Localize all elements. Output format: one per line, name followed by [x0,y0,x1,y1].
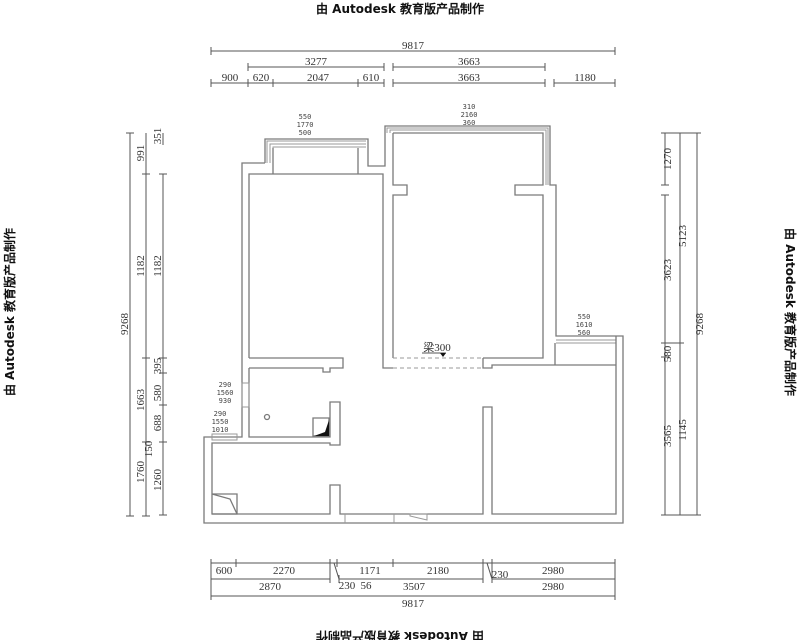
dim-text: 3277 [305,56,328,68]
dim-text: 351 [152,128,164,145]
window-label: 1770 [297,121,314,129]
dim-text: 580 [662,345,674,362]
dim-text: 3663 [458,56,481,68]
dim-text: 1145 [677,419,689,441]
dim-text: 395 [152,357,164,374]
dim-text: 56 [361,580,373,592]
dim-text: 1270 [662,148,674,171]
window-label: 1550 [212,418,229,426]
dim-text: 2180 [427,565,450,577]
dim-text: 150 [143,440,155,457]
left-dimensions: 9268 991 1182 1663 1760 351 1182 395 580… [119,128,167,517]
window-label: 550 [578,313,591,321]
window-labels: 550 1770 500 310 2160 360 550 1610 560 2… [212,103,593,434]
dim-text: 9268 [694,313,706,336]
dim-text: 3663 [458,72,481,84]
watermark-top: 由 Autodesk 教育版产品制作 [316,1,484,16]
dim-text: 2270 [273,565,296,577]
walls [203,125,624,524]
watermark-right: 由 Autodesk 教育版产品制作 [783,228,798,396]
watermark-left: 由 Autodesk 教育版产品制作 [2,228,17,396]
dim-text: 1180 [574,72,596,84]
top-dimensions: 9817 3277 3663 900 620 2047 610 3663 118… [210,40,616,87]
dim-text: 230 [492,569,509,581]
drain-icon [263,413,271,421]
dim-text: 230 [339,580,356,592]
beam-label: 梁300 [423,340,451,354]
watermark-bottom: 由 Autodesk 教育版产品制作 [316,629,484,640]
dim-text: 688 [152,414,164,431]
dim-text: 9817 [402,40,425,52]
bottom-dimensions: 600 2270 1171 2180 2980 230 56 230 2870 … [210,559,616,610]
dim-text: 900 [222,72,239,84]
dim-text: 2980 [542,581,565,593]
dim-text: 1182 [152,255,164,277]
dim-text: 620 [253,72,270,84]
dim-text: 991 [135,145,147,162]
dim-text: 600 [216,565,233,577]
window-label: 1010 [212,426,229,434]
dim-text: 580 [152,384,164,401]
window-label: 2160 [461,111,478,119]
dim-text: 5123 [677,225,689,248]
dim-text: 1182 [135,255,147,277]
window-label: 930 [219,397,232,405]
right-dimensions: 1270 3623 580 3565 5123 1145 9268 [661,132,706,516]
window-label: 500 [299,129,312,137]
window-label: 310 [463,103,476,111]
window-label: 290 [219,381,232,389]
dim-text: 1171 [359,565,381,577]
window-label: 1610 [576,321,593,329]
dim-text: 3565 [662,425,674,448]
dim-text: 9817 [402,598,425,610]
window-label: 550 [299,113,312,121]
dim-text: 1760 [135,461,147,484]
dim-text: 2870 [259,581,282,593]
dim-text: 1260 [152,469,164,492]
dim-text: 2980 [542,565,565,577]
dim-text: 9268 [119,313,131,336]
window-label: 360 [463,119,476,127]
dim-text: 610 [363,72,380,84]
window-label: 290 [214,410,227,418]
dim-text: 3623 [662,259,674,282]
window-label: 1560 [217,389,234,397]
dim-text: 3507 [403,581,426,593]
dim-text: 1663 [135,389,147,412]
dim-text: 2047 [307,72,330,84]
window-label: 560 [578,329,591,337]
